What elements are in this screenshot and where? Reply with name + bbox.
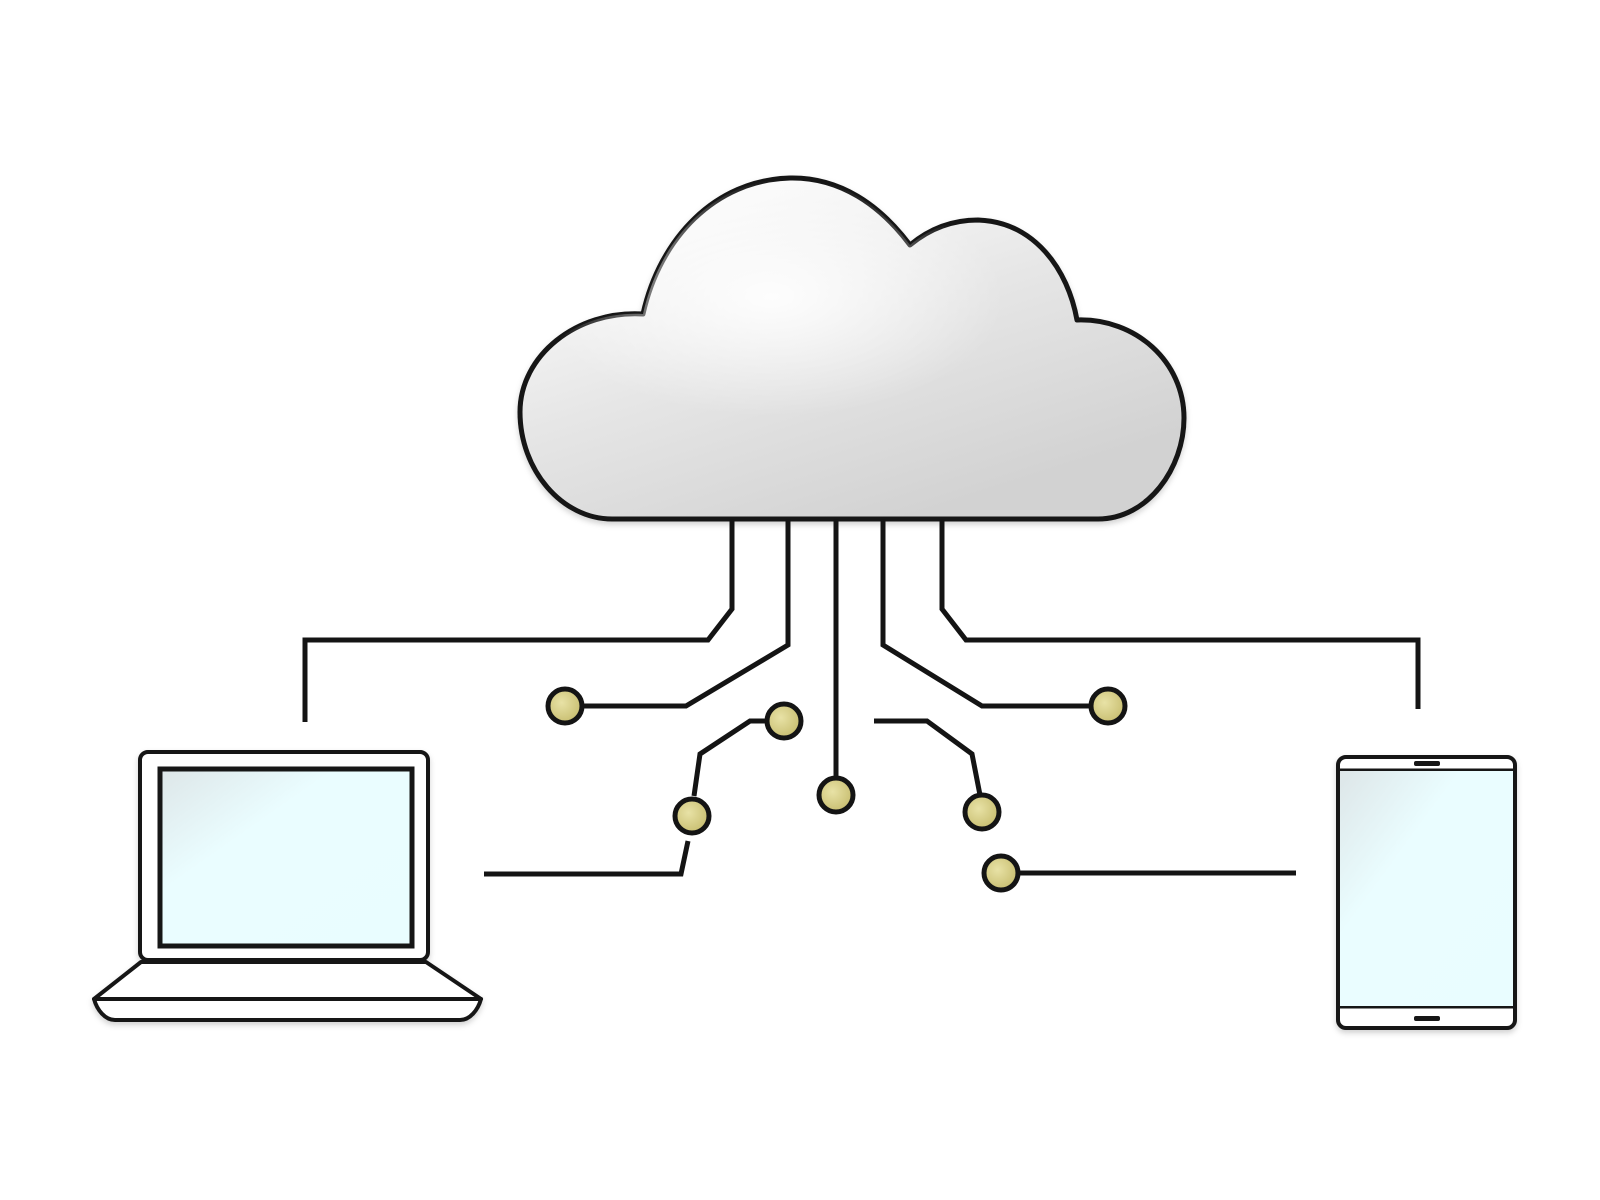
connector-line-laptop <box>302 519 735 722</box>
terminal-node-right-middle <box>962 792 1002 832</box>
tablet-screen <box>1340 771 1513 1006</box>
terminal-node-left-lower <box>672 796 712 836</box>
circuit-trace-lower-left <box>484 840 691 877</box>
laptop-front-edge <box>92 997 483 1022</box>
cloud-highlight <box>520 177 1184 519</box>
connector-lines <box>302 519 1421 877</box>
terminal-node-right-lower <box>981 853 1021 893</box>
tablet-home-bar <box>1414 1016 1440 1021</box>
connector-line-left-node <box>580 519 791 709</box>
terminal-node-right-upper <box>1088 686 1128 726</box>
terminal-node-left-upper <box>545 686 585 726</box>
terminal-node-center <box>816 775 856 815</box>
tablet-icon <box>1336 755 1517 1030</box>
cloud-icon <box>517 175 1187 522</box>
terminal-node-left-middle <box>764 701 804 741</box>
laptop-base <box>92 960 483 1001</box>
tablet-speaker <box>1414 761 1440 766</box>
connector-line-right-node <box>880 519 1092 709</box>
terminal-nodes <box>545 686 1128 893</box>
laptop-icon <box>92 750 483 1022</box>
circuit-trace-upper-left <box>691 718 772 797</box>
connector-line-tablet <box>939 519 1421 709</box>
laptop-screen <box>157 766 415 949</box>
circuit-trace-upper-right <box>874 718 983 796</box>
